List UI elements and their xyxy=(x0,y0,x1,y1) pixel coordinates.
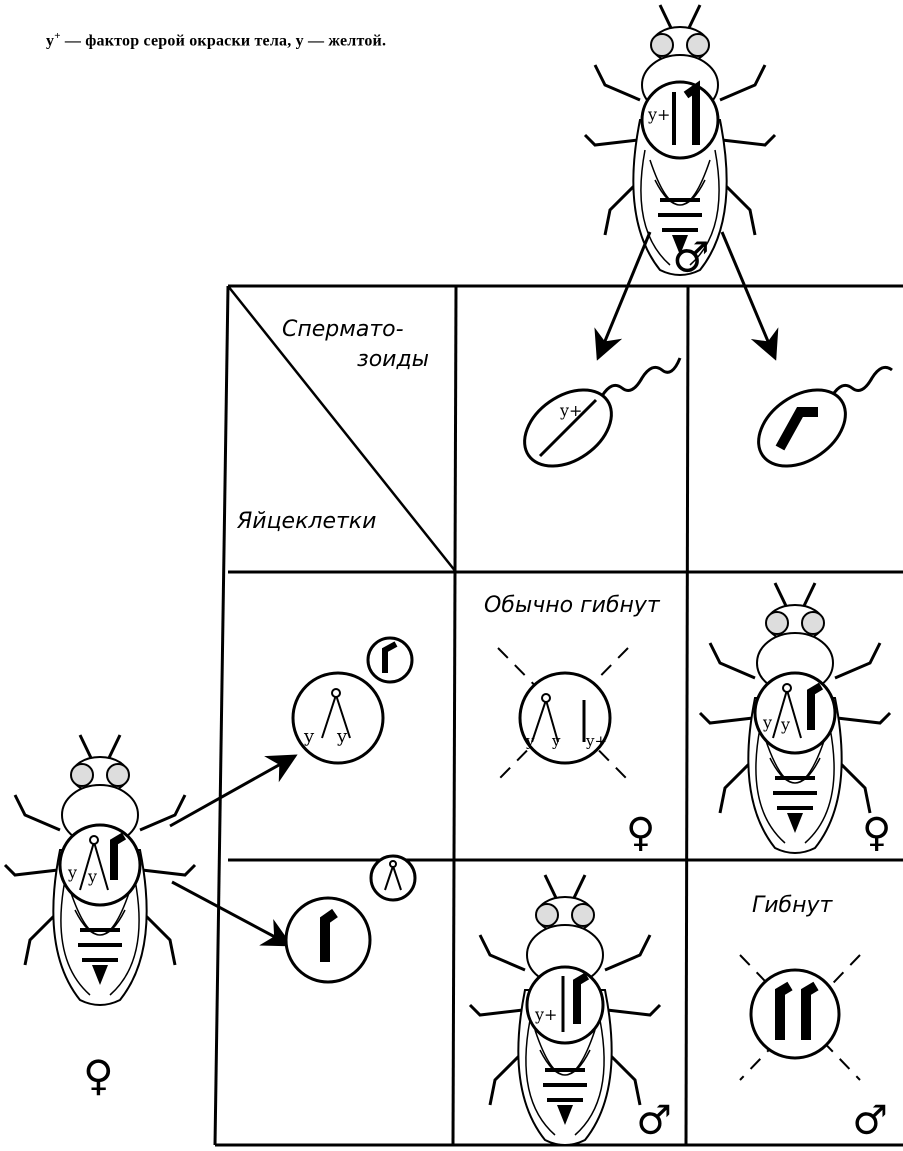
male-parent-gene-label: y+ xyxy=(647,105,670,124)
cell-die-symbol: ♂ xyxy=(852,1098,888,1144)
arrow-male-to-sperm-1 xyxy=(598,232,650,358)
arrow-female-to-egg-2 xyxy=(172,882,290,945)
female-parent-fly: y y xyxy=(5,735,195,1005)
cell-die-label: Гибнут xyxy=(752,893,834,918)
svg-text:y+: y+ xyxy=(534,1005,557,1024)
svg-text:y: y xyxy=(336,726,348,747)
arrow-male-to-sperm-2 xyxy=(722,232,775,358)
male-offspring-symbol: ♂ xyxy=(636,1098,672,1144)
female-offspring-symbol: ♀ xyxy=(862,810,891,856)
svg-text:y+: y+ xyxy=(585,732,607,750)
male-offspring-fly: y+ xyxy=(470,875,660,1145)
egg-attached-xx: y y xyxy=(293,638,412,763)
header-sperm-label-2: зоиды xyxy=(357,347,429,372)
sperm-gene-label: y+ xyxy=(559,401,582,420)
header-sperm-label-1: Спермато- xyxy=(282,317,404,342)
svg-text:y: y xyxy=(780,715,790,734)
svg-text:y: y xyxy=(303,726,315,747)
arrow-female-to-egg-1 xyxy=(170,756,295,826)
male-parent-symbol: ♂ xyxy=(672,233,710,282)
svg-text:y: y xyxy=(67,863,77,882)
zygote-triple-x: y y y+ xyxy=(498,648,628,780)
sperm-y-chromosome xyxy=(744,367,892,481)
egg-y xyxy=(286,856,415,982)
svg-text:y: y xyxy=(87,867,97,886)
female-parent-symbol: ♀ xyxy=(83,1051,114,1100)
sperm-y-plus: y+ xyxy=(510,358,680,482)
svg-text:y: y xyxy=(762,713,772,732)
svg-text:y: y xyxy=(525,732,535,750)
cell-usually-die-label: Обычно гибнут xyxy=(484,593,661,618)
cell-usually-die-symbol: ♀ xyxy=(626,810,655,856)
zygote-yy xyxy=(740,955,860,1080)
header-egg-label: Яйцеклетки xyxy=(236,509,376,534)
svg-text:y: y xyxy=(551,732,561,750)
